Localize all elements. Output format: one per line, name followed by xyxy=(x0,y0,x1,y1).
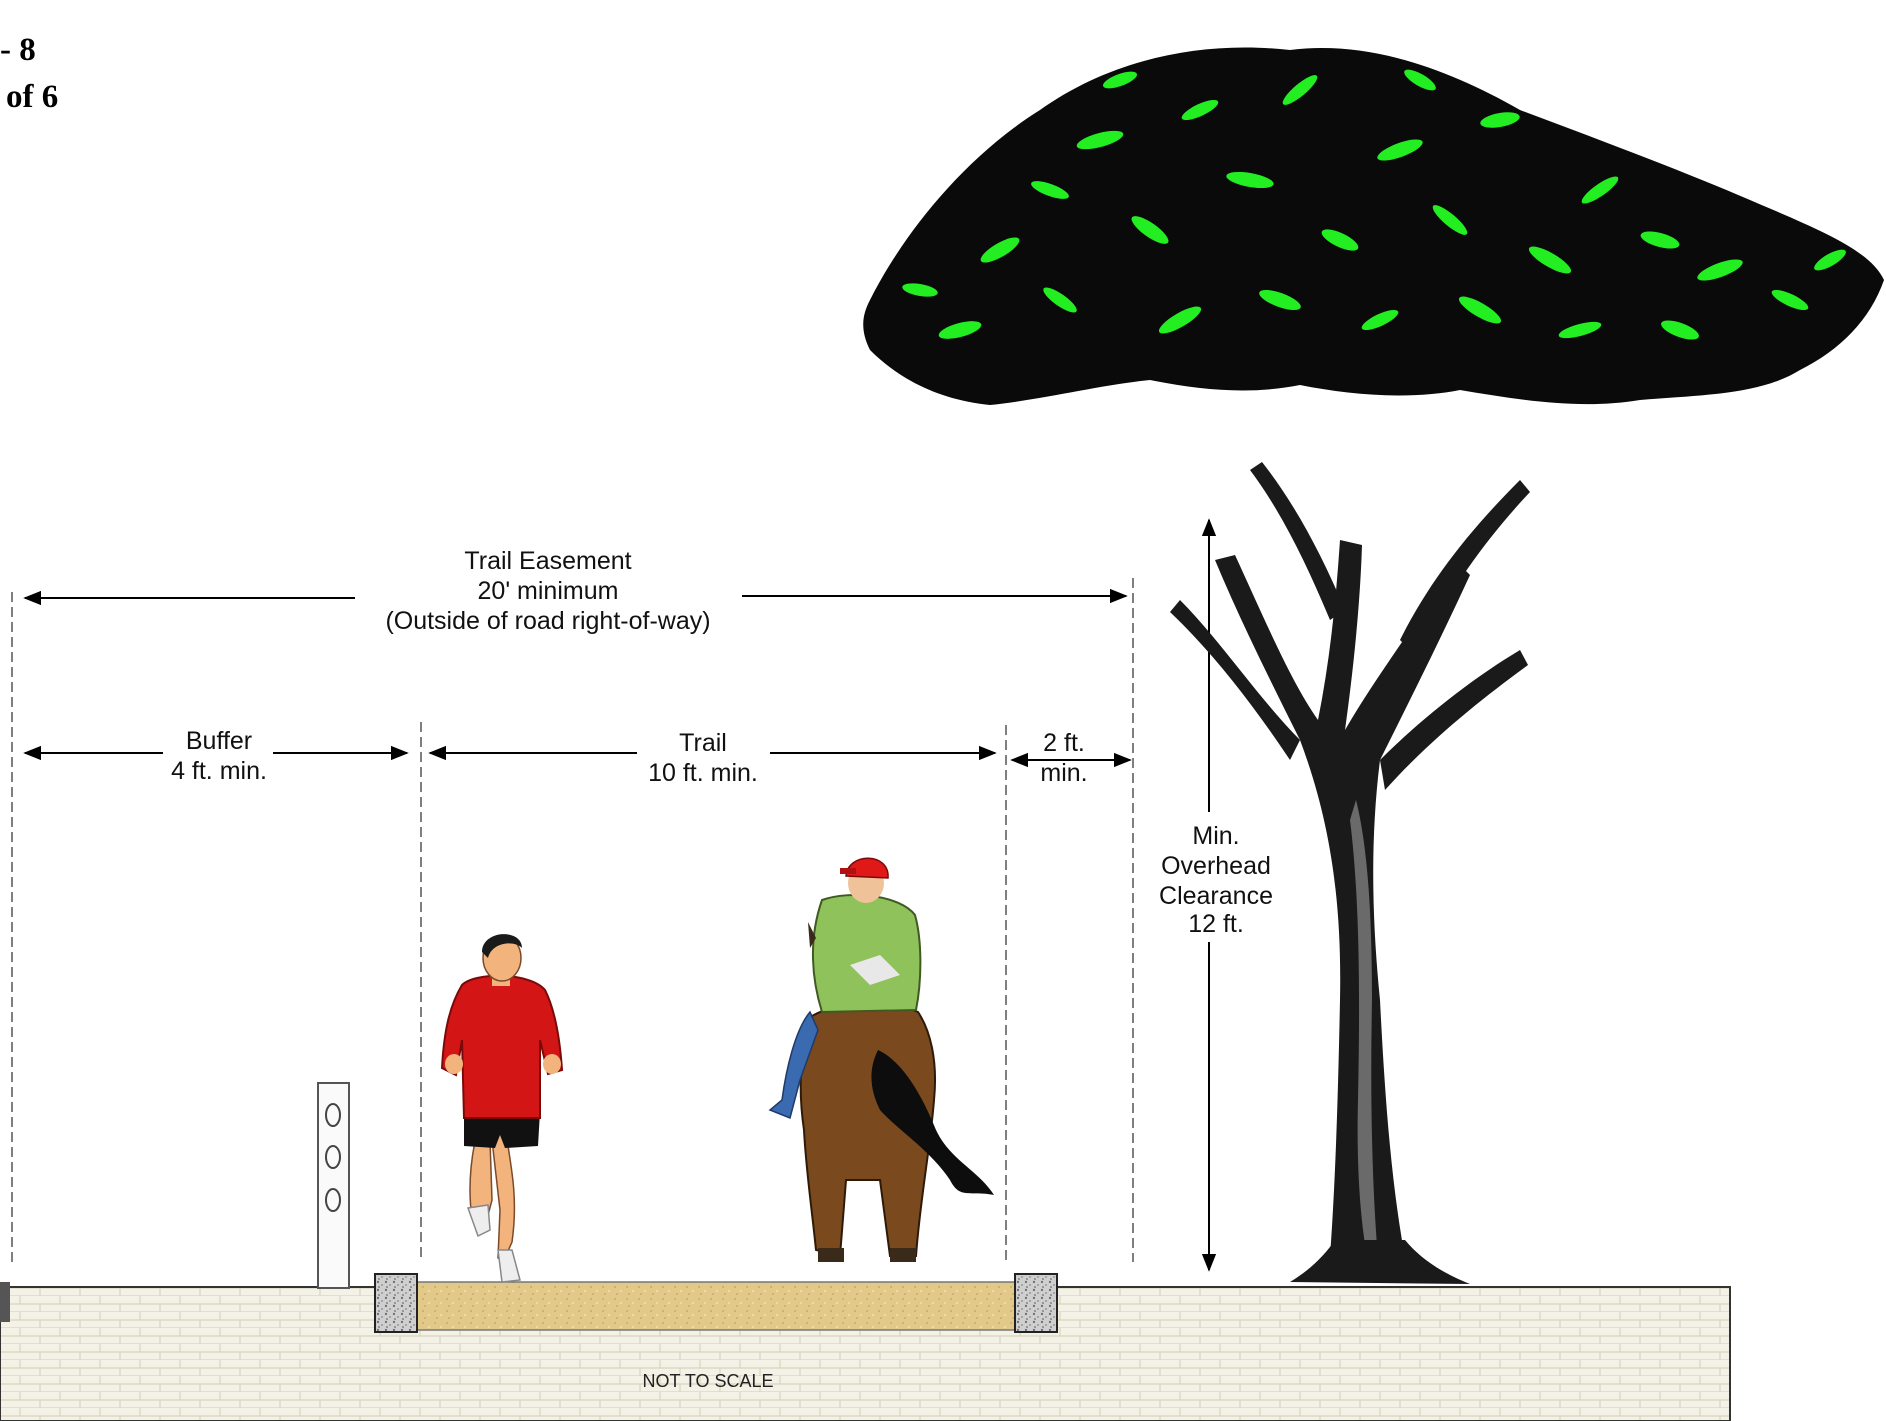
trail-dimension: Trail 10 ft. min. xyxy=(428,729,997,787)
horse-rider-icon xyxy=(768,857,994,1262)
buffer-value: 4 ft. min. xyxy=(171,757,267,785)
buffer-title: Buffer xyxy=(186,727,252,755)
not-to-scale-label: NOT TO SCALE xyxy=(642,1371,773,1391)
trail-value: 10 ft. min. xyxy=(648,759,758,787)
page-total-text: of 6 xyxy=(6,79,58,115)
runner-icon xyxy=(440,934,564,1283)
left-curb-icon xyxy=(374,1273,418,1333)
easement-value: 20' minimum xyxy=(478,577,619,605)
clearance-line-2: Overhead xyxy=(1161,852,1271,880)
clearance-line-4: 12 ft. xyxy=(1188,910,1244,938)
clearance-dimension: Min. Overhead Clearance 12 ft. xyxy=(1159,518,1273,1272)
shoulder-dimension: 2 ft. min. xyxy=(1010,729,1132,787)
guide-lines xyxy=(11,578,1134,1262)
easement-dimension: Trail Easement 20' minimum (Outside of r… xyxy=(23,547,1128,635)
shoulder-title: 2 ft. xyxy=(1043,729,1085,757)
tree-icon xyxy=(863,47,1884,1284)
shoulder-value: min. xyxy=(1040,759,1087,787)
post-marker-icon xyxy=(317,1082,350,1289)
easement-note: (Outside of road right-of-way) xyxy=(385,607,710,635)
clearance-line-3: Clearance xyxy=(1159,882,1273,910)
right-curb-icon xyxy=(1014,1273,1058,1333)
page-number-text: - 8 xyxy=(0,32,36,68)
easement-title: Trail Easement xyxy=(464,547,631,575)
trail-surface xyxy=(414,1281,1016,1331)
trail-title: Trail xyxy=(679,729,727,757)
buffer-dimension: Buffer 4 ft. min. xyxy=(23,727,409,785)
clearance-line-1: Min. xyxy=(1192,822,1239,850)
